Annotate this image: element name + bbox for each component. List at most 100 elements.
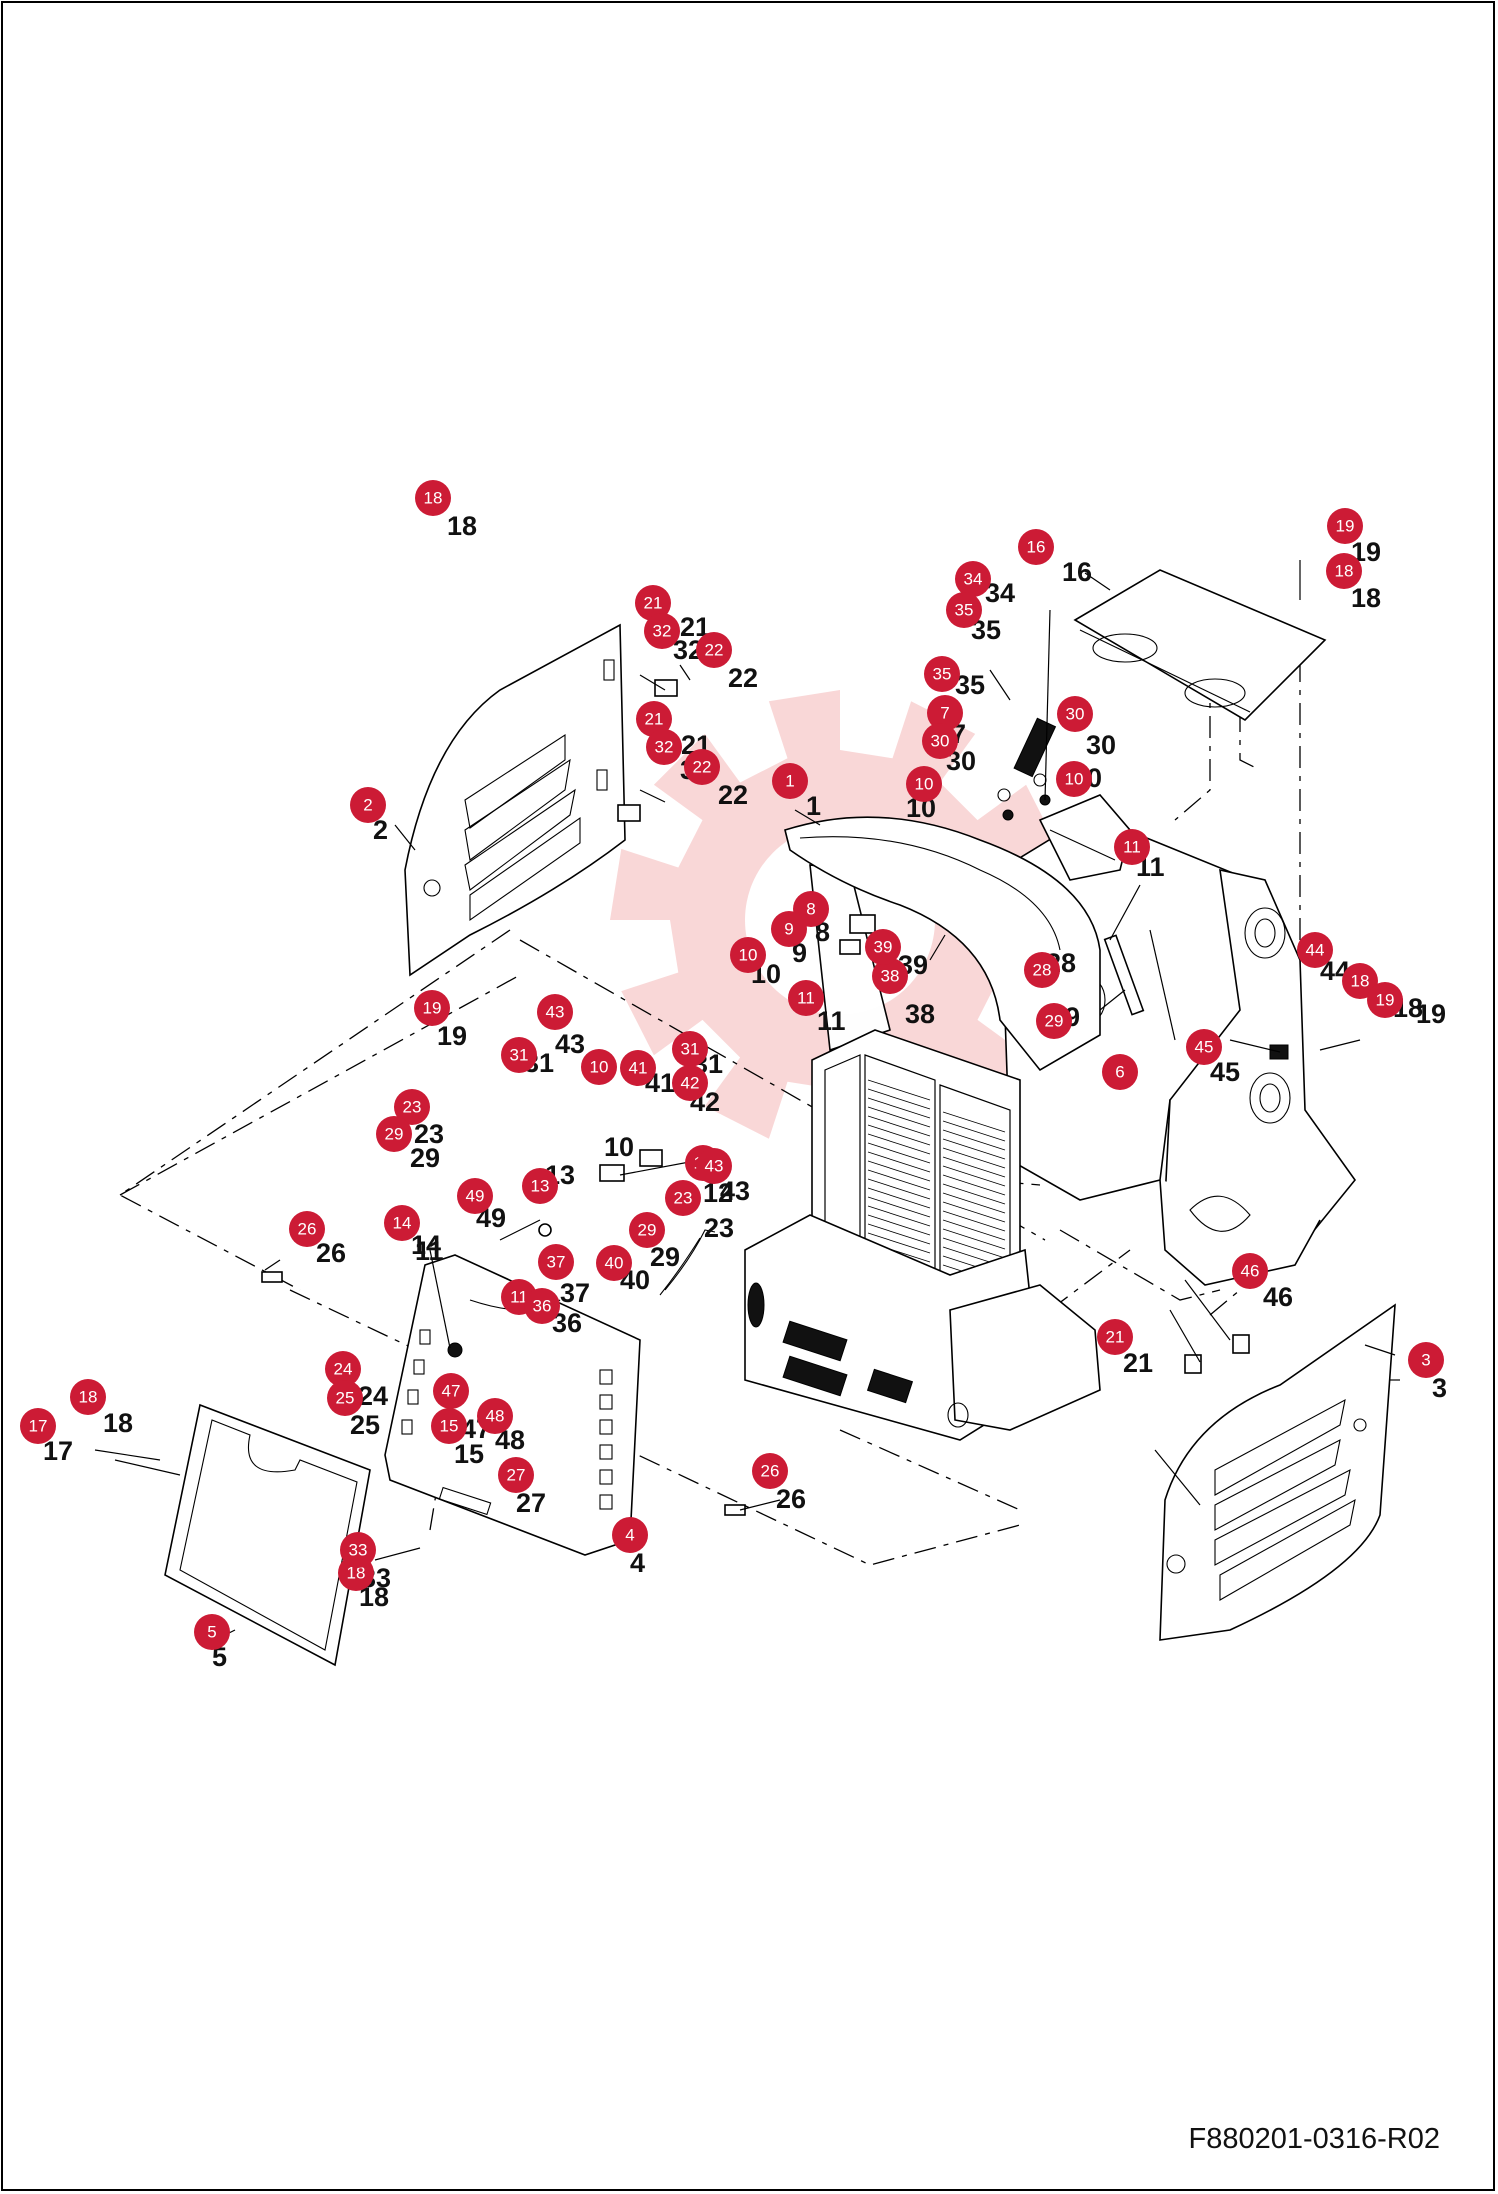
callout-bubble-29[interactable]: 29	[1036, 1003, 1072, 1039]
callout-bubble-1[interactable]: 1	[772, 763, 808, 799]
svg-text:29: 29	[1045, 1012, 1064, 1031]
svg-text:11: 11	[797, 989, 815, 1008]
svg-text:35: 35	[955, 601, 974, 620]
callout-bubble-10[interactable]: 10	[581, 1049, 617, 1085]
callout-bubble-35[interactable]: 35	[946, 592, 982, 628]
callout-bubble-31[interactable]: 31	[501, 1037, 537, 1073]
callout-bubble-21[interactable]: 21	[635, 585, 671, 621]
callout-bubble-30[interactable]: 30	[1057, 696, 1093, 732]
callout-bubble-36[interactable]: 36	[524, 1288, 560, 1324]
callout-bubble-29[interactable]: 29	[376, 1116, 412, 1152]
callout-bubble-10[interactable]: 10	[906, 766, 942, 802]
callout-bubble-24[interactable]: 24	[325, 1351, 361, 1387]
callout-bubble-37[interactable]: 37	[538, 1244, 574, 1280]
callout-bubble-45[interactable]: 45	[1186, 1029, 1222, 1065]
callout-bubble-44[interactable]: 44	[1297, 932, 1333, 968]
callout-number-26: 26	[776, 1484, 806, 1514]
callout-bubble-10[interactable]: 10	[1056, 761, 1092, 797]
callout-bubble-25[interactable]: 25	[327, 1380, 363, 1416]
svg-text:49: 49	[466, 1187, 485, 1206]
callout-bubble-48[interactable]: 48	[477, 1398, 513, 1434]
callout-bubble-46[interactable]: 46	[1232, 1253, 1268, 1289]
callout-bubble-33[interactable]: 33	[340, 1532, 376, 1568]
svg-text:25: 25	[336, 1389, 355, 1408]
svg-text:18: 18	[424, 489, 443, 508]
callout-number-3: 3	[1432, 1373, 1447, 1403]
callout-bubble-47[interactable]: 47	[433, 1373, 469, 1409]
callout-bubble-26[interactable]: 26	[752, 1453, 788, 1489]
svg-text:8: 8	[806, 900, 815, 919]
callout-bubble-35[interactable]: 35	[924, 656, 960, 692]
callout-bubble-17[interactable]: 17	[20, 1408, 56, 1444]
svg-text:37: 37	[547, 1253, 566, 1272]
svg-text:19: 19	[423, 999, 442, 1018]
callout-bubble-7[interactable]: 7	[927, 695, 963, 731]
svg-text:21: 21	[1106, 1328, 1125, 1347]
callout-bubble-18[interactable]: 18	[1342, 963, 1378, 999]
callout-bubble-41[interactable]: 41	[620, 1050, 656, 1086]
callout-bubble-31[interactable]: 31	[672, 1031, 708, 1067]
callout-bubble-30[interactable]: 30	[922, 723, 958, 759]
svg-text:23: 23	[674, 1189, 693, 1208]
callout-bubble-40[interactable]: 40	[596, 1245, 632, 1281]
drawing-reference-code: F880201-0316-R02	[1188, 2123, 1440, 2155]
callout-bubble-11[interactable]: 11	[788, 980, 824, 1016]
svg-text:11: 11	[510, 1288, 528, 1307]
callout-bubble-14[interactable]: 14	[384, 1205, 420, 1241]
callout-bubble-29[interactable]: 29	[629, 1212, 665, 1248]
callout-bubble-16[interactable]: 16	[1018, 529, 1054, 565]
callout-bubble-19[interactable]: 19	[414, 990, 450, 1026]
callout-bubble-21[interactable]: 21	[1097, 1319, 1133, 1355]
svg-text:18: 18	[1335, 562, 1354, 581]
callout-bubble-26[interactable]: 26	[289, 1211, 325, 1247]
svg-text:43: 43	[705, 1157, 724, 1176]
callout-number-19: 19	[437, 1021, 467, 1051]
callout-bubble-18[interactable]: 18	[415, 480, 451, 516]
callout-bubble-9[interactable]: 9	[771, 911, 807, 947]
callout-number-22: 22	[728, 663, 758, 693]
callout-bubble-42[interactable]: 42	[672, 1065, 708, 1101]
callout-bubble-11[interactable]: 11	[1114, 829, 1150, 865]
svg-text:43: 43	[546, 1003, 565, 1022]
callout-bubble-5[interactable]: 5	[194, 1614, 230, 1650]
callout-number-19: 19	[1416, 999, 1446, 1029]
callout-bubble-18[interactable]: 18	[70, 1379, 106, 1415]
callout-bubble-39[interactable]: 39	[865, 929, 901, 965]
svg-text:22: 22	[705, 641, 724, 660]
svg-text:1: 1	[785, 772, 794, 791]
callout-number-43: 43	[555, 1029, 585, 1059]
callout-number-21: 21	[1123, 1348, 1153, 1378]
callout-bubble-15[interactable]: 15	[431, 1408, 467, 1444]
callout-bubble-21[interactable]: 21	[636, 701, 672, 737]
right-side-panel	[1159, 1303, 1396, 1641]
callout-bubble-27[interactable]: 27	[498, 1457, 534, 1493]
callout-bubble-4[interactable]: 4	[612, 1517, 648, 1553]
callout-bubble-10[interactable]: 10	[730, 937, 766, 973]
svg-text:6: 6	[1115, 1063, 1124, 1082]
svg-text:34: 34	[964, 570, 983, 589]
callout-bubble-3[interactable]: 3	[1408, 1342, 1444, 1378]
callout-bubble-32[interactable]: 32	[646, 729, 682, 765]
callout-bubble-22[interactable]: 22	[684, 749, 720, 785]
callout-bubbles: 1234567891010101011111112131415161718181…	[20, 480, 1444, 1650]
callout-bubble-19[interactable]: 19	[1327, 508, 1363, 544]
callout-bubble-49[interactable]: 49	[457, 1178, 493, 1214]
callout-bubble-34[interactable]: 34	[955, 561, 991, 597]
callout-bubble-38[interactable]: 38	[872, 958, 908, 994]
callout-bubble-2[interactable]: 2	[350, 787, 386, 823]
callout-bubble-18[interactable]: 18	[1326, 553, 1362, 589]
callout-bubble-32[interactable]: 32	[644, 613, 680, 649]
callout-bubble-28[interactable]: 28	[1024, 952, 1060, 988]
callout-bubble-19[interactable]: 19	[1367, 982, 1403, 1018]
callout-bubble-23[interactable]: 23	[394, 1089, 430, 1125]
callout-bubble-13[interactable]: 13	[522, 1168, 558, 1204]
callout-bubble-23[interactable]: 23	[665, 1180, 701, 1216]
svg-text:14: 14	[393, 1214, 412, 1233]
callout-bubble-43[interactable]: 43	[696, 1148, 732, 1184]
svg-text:30: 30	[1066, 705, 1085, 724]
callout-bubble-43[interactable]: 43	[537, 994, 573, 1030]
callout-bubble-22[interactable]: 22	[696, 632, 732, 668]
callout-number-24: 24	[358, 1381, 388, 1411]
callout-bubble-6[interactable]: 6	[1102, 1054, 1138, 1090]
svg-text:18: 18	[79, 1388, 98, 1407]
